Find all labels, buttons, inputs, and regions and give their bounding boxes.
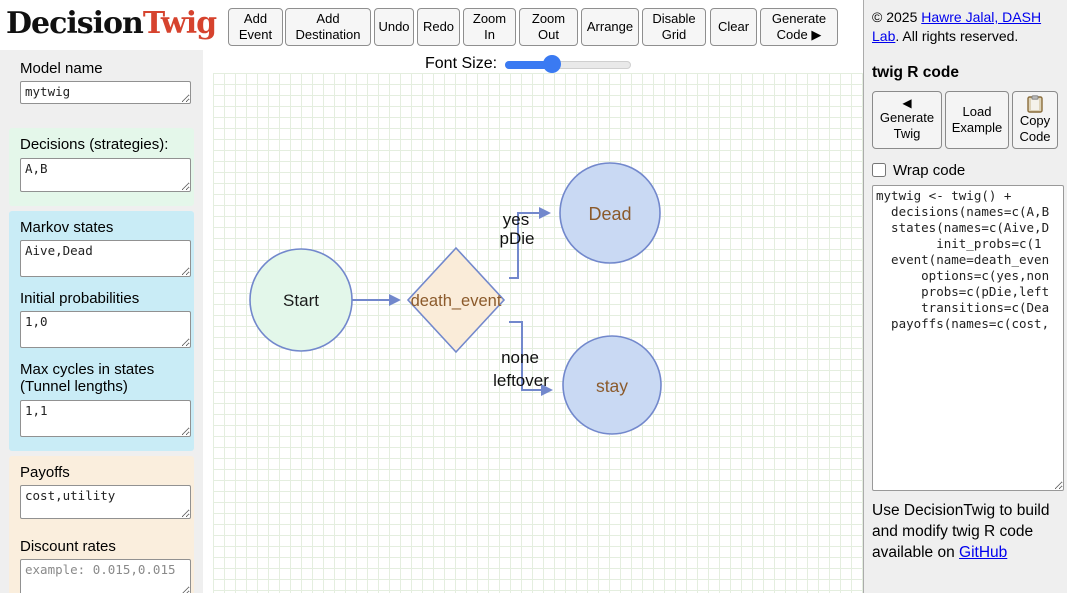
decision-tree-diagram: yes pDie none leftover Start death_event… xyxy=(249,162,662,435)
header: DecisionTwig Add Event Add Destination U… xyxy=(0,0,863,50)
model-settings-sidebar: Model name mytwig Decisions (strategies)… xyxy=(0,50,203,593)
footer-note: Use DecisionTwig to build and modify twi… xyxy=(872,501,1062,564)
model-name-input[interactable]: mytwig xyxy=(20,81,191,105)
generate-code-button[interactable]: Generate Code ▶ xyxy=(760,8,838,46)
payoffs-label: Payoffs xyxy=(20,463,70,481)
edge-death-event-to-stay[interactable] xyxy=(509,321,553,396)
model-name-label: Model name xyxy=(20,60,103,77)
decisions-section: Decisions (strategies): A,B xyxy=(9,128,194,206)
font-size-label: Font Size: xyxy=(425,55,498,72)
max-cycles-input[interactable]: 1,1 xyxy=(20,399,191,437)
logo-text-decision: Decision xyxy=(6,6,144,41)
start-node[interactable] xyxy=(249,248,353,352)
generate-twig-label: Generate Twig xyxy=(879,110,935,142)
twig-code-textarea[interactable]: mytwig <- twig() + decisions(names=c(A,B… xyxy=(872,184,1064,491)
clipboard-icon xyxy=(1027,94,1043,113)
author-link[interactable]: Hawre Jalal, DASH Lab xyxy=(872,9,1042,44)
wrap-code-checkbox[interactable] xyxy=(872,163,886,178)
markov-states-input[interactable]: Aive,Dead xyxy=(20,239,191,277)
stay-node[interactable] xyxy=(562,335,662,435)
edge-label-yes: yes xyxy=(503,210,529,229)
copyright-suffix: . All rights reserved. xyxy=(895,27,1019,44)
footer-text: Use DecisionTwig to build and modify twi… xyxy=(872,501,1050,561)
copy-code-label: Copy Code xyxy=(1019,112,1051,144)
zoom-out-button[interactable]: Zoom Out xyxy=(519,8,578,46)
add-destination-button[interactable]: Add Destination xyxy=(285,8,371,46)
zoom-in-button[interactable]: Zoom In xyxy=(463,8,516,46)
decisions-label: Decisions (strategies): xyxy=(20,136,169,154)
initial-probabilities-input[interactable]: 1,0 xyxy=(20,311,191,348)
code-panel: © 2025 Hawre Jalal, DASH Lab. All rights… xyxy=(864,0,1067,593)
copy-code-button[interactable]: Copy Code xyxy=(1012,90,1058,149)
arrange-button[interactable]: Arrange xyxy=(581,8,639,46)
wrap-code-label: Wrap code xyxy=(893,161,966,179)
logo-text-twig: Twig xyxy=(142,6,217,41)
model-name-section: Model name mytwig xyxy=(9,50,194,108)
load-example-label: Load Example xyxy=(951,103,1003,135)
stay-node-label: stay xyxy=(596,376,628,396)
copyright-text: © 2025 Hawre Jalal, DASH Lab. All rights… xyxy=(872,8,1052,46)
dead-node[interactable] xyxy=(559,162,661,264)
edge-label-pdie: pDie xyxy=(500,229,535,248)
markov-states-label: Markov states xyxy=(20,218,114,236)
font-size-slider[interactable] xyxy=(505,55,632,73)
edge-death-event-to-dead[interactable] xyxy=(509,207,551,279)
copyright-prefix: © 2025 xyxy=(872,9,922,25)
add-event-button[interactable]: Add Event xyxy=(228,8,283,46)
decisions-input[interactable]: A,B xyxy=(20,157,191,192)
redo-button[interactable]: Redo xyxy=(417,8,460,46)
load-example-button[interactable]: Load Example xyxy=(945,90,1009,149)
slider-fill xyxy=(505,61,552,69)
diagram-canvas[interactable]: Font Size: yes pDie none leftover xyxy=(213,50,863,593)
clear-button[interactable]: Clear xyxy=(710,8,757,46)
panel-divider xyxy=(863,0,864,593)
death-event-node-label: death_event xyxy=(411,292,502,310)
generate-twig-button[interactable]: ◀ Generate Twig xyxy=(872,90,942,149)
payoffs-section: Payoffs cost,utility Discount rates xyxy=(9,455,194,593)
start-node-label: Start xyxy=(283,291,319,310)
undo-button[interactable]: Undo xyxy=(374,8,414,46)
max-cycles-label: Max cycles in states (Tunnel lengths) xyxy=(20,361,155,396)
payoffs-input[interactable]: cost,utility xyxy=(20,484,191,519)
discount-rates-label: Discount rates xyxy=(20,537,116,555)
left-triangle-icon: ◀ xyxy=(902,95,912,110)
disable-grid-button[interactable]: Disable Grid xyxy=(642,8,706,46)
markov-section: Markov states Aive,Dead Initial probabil… xyxy=(9,210,194,451)
initial-probabilities-label: Initial probabilities xyxy=(20,289,140,307)
code-panel-buttons: ◀ Generate Twig Load Example Copy Code xyxy=(872,90,1067,149)
edge-label-leftover: leftover xyxy=(493,371,549,390)
font-size-control: Font Size: xyxy=(425,53,632,75)
github-link[interactable]: GitHub xyxy=(959,543,1008,561)
death-event-node[interactable] xyxy=(406,246,506,354)
code-panel-title: twig R code xyxy=(872,63,959,81)
slider-thumb[interactable] xyxy=(543,55,562,73)
dead-node-label: Dead xyxy=(588,204,631,224)
wrap-code-row: Wrap code xyxy=(872,162,1067,179)
edge-label-none: none xyxy=(501,348,539,367)
discount-rates-input[interactable] xyxy=(20,559,191,593)
app-logo: DecisionTwig xyxy=(6,6,217,41)
